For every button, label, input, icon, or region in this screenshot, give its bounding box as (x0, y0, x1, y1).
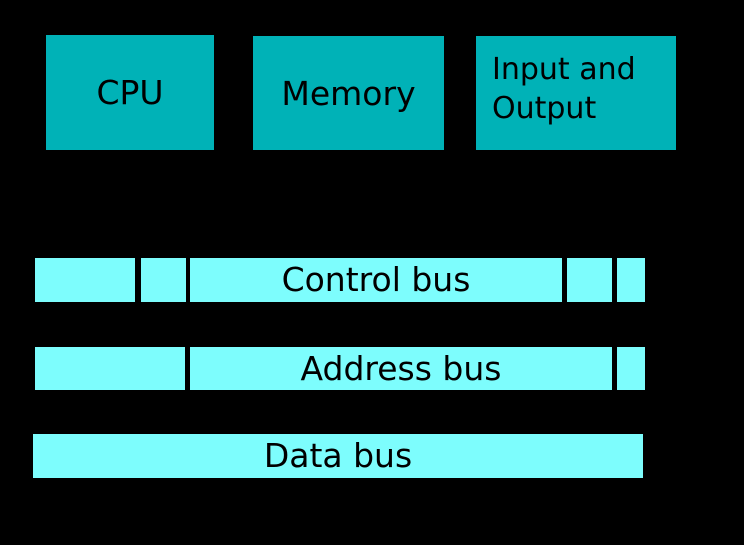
bus-label-address-bus: Address bus (300, 348, 502, 388)
component-label-cpu: CPU (96, 73, 164, 112)
bus-segment-data-bus-0: Data bus (33, 434, 643, 478)
component-label-input-and-output: Input and Output (492, 52, 636, 126)
component-label-memory: Memory (281, 73, 416, 113)
bus-segment-control-bus-3 (567, 258, 612, 302)
component-box-cpu: CPU (46, 35, 214, 150)
component-box-input-and-output: Input and Output (476, 36, 676, 150)
bus-segment-control-bus-2: Control bus (190, 258, 562, 302)
bus-segment-address-bus-2 (617, 347, 645, 390)
component-box-memory: Memory (253, 36, 444, 150)
bus-address-bus: Address bus (0, 347, 744, 390)
bus-segment-address-bus-0 (35, 347, 185, 390)
bus-segment-control-bus-4 (617, 258, 645, 302)
bus-label-control-bus: Control bus (281, 260, 471, 299)
bus-segment-address-bus-1: Address bus (190, 347, 612, 390)
bus-segment-control-bus-1 (141, 258, 186, 302)
bus-segment-control-bus-0 (35, 258, 135, 302)
bus-control-bus: Control bus (0, 258, 744, 302)
bus-label-data-bus: Data bus (263, 436, 413, 475)
bus-data-bus: Data bus (0, 434, 744, 478)
